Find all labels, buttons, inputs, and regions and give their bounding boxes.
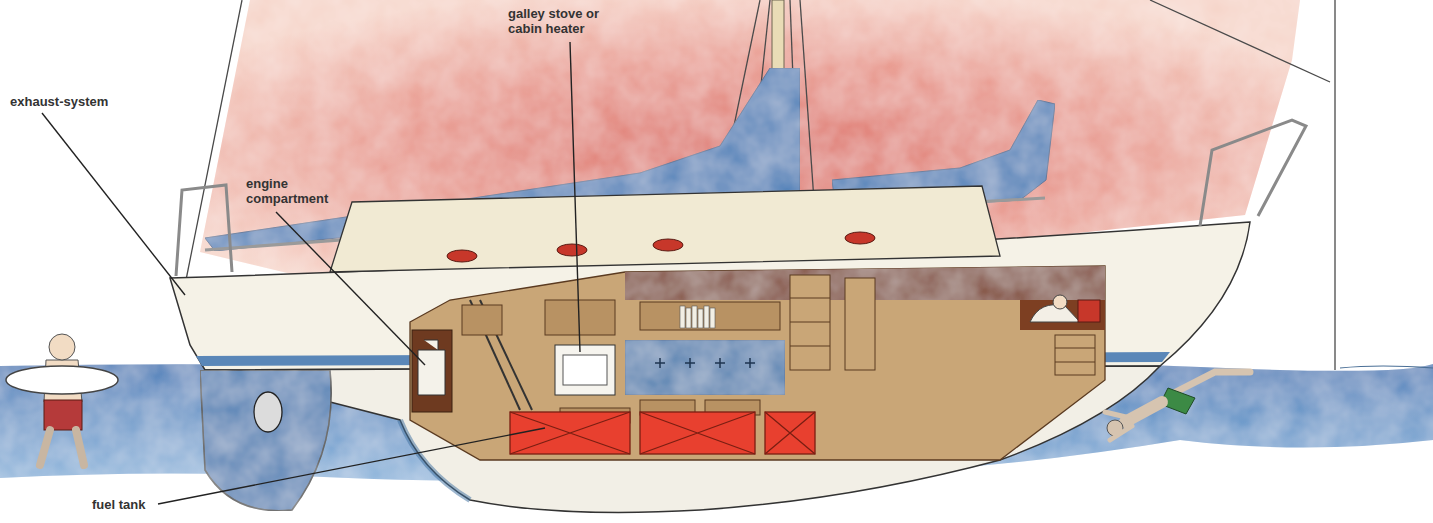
bookshelf (640, 302, 780, 330)
frame-line (1334, 0, 1335, 370)
swimmer-head (49, 334, 75, 360)
leader-line (276, 212, 425, 365)
book (710, 308, 715, 328)
fuel-tank (510, 412, 630, 454)
bow-pulpit (1200, 120, 1306, 226)
stern-rail (176, 185, 232, 276)
drawer-chest (1055, 335, 1095, 375)
porthole (557, 244, 587, 256)
leader-line (158, 428, 545, 504)
door (845, 278, 875, 370)
book (680, 306, 685, 328)
book (686, 308, 691, 328)
swim-shorts (44, 400, 82, 430)
swimmer-legs (40, 430, 84, 465)
part-label: engine compartment (246, 176, 346, 206)
stove-door (563, 355, 607, 385)
fuel-tank (765, 412, 815, 454)
fuel-tank (640, 412, 755, 454)
rudder-skeg (200, 370, 331, 511)
drawer-lines (790, 298, 830, 346)
tank-cross (765, 412, 815, 454)
sleeper-head (1053, 295, 1067, 309)
leader-line (570, 42, 580, 352)
tank-cross (510, 412, 630, 454)
diver-arms (1105, 412, 1132, 440)
cushion-buttons (655, 358, 755, 368)
part-label: fuel tank (92, 497, 182, 512)
leader-line (42, 113, 185, 295)
engine (418, 340, 445, 395)
life-ring (6, 366, 118, 394)
porthole (845, 232, 875, 244)
porthole (447, 250, 477, 262)
pillow (1078, 300, 1100, 322)
tank-cross (640, 412, 755, 454)
waterline-stroke (1340, 366, 1433, 368)
porthole (653, 239, 683, 251)
diver-legs (1170, 372, 1250, 395)
cabin-interior (410, 266, 1105, 460)
drawer-lines (1055, 348, 1095, 362)
books (680, 306, 715, 328)
diving-swimmer (1105, 372, 1250, 440)
book (692, 306, 697, 328)
drawer-chest (790, 275, 830, 370)
part-label: exhaust-system (10, 94, 150, 109)
propeller (254, 392, 282, 432)
leader-lines (42, 42, 580, 504)
button-marks (655, 358, 755, 368)
cabinet (462, 305, 502, 335)
forestay (1150, 0, 1330, 82)
cabin-house (330, 186, 1000, 272)
book (704, 306, 709, 328)
galley-stove (555, 345, 615, 395)
part-label: galley stove or cabin heater (508, 6, 636, 36)
settee-cushion (625, 340, 785, 395)
swimmer-with-ring (6, 334, 118, 465)
book (698, 309, 703, 328)
engine-compartment (412, 330, 452, 412)
cabinet (545, 300, 615, 335)
fuel-tanks (510, 412, 815, 454)
